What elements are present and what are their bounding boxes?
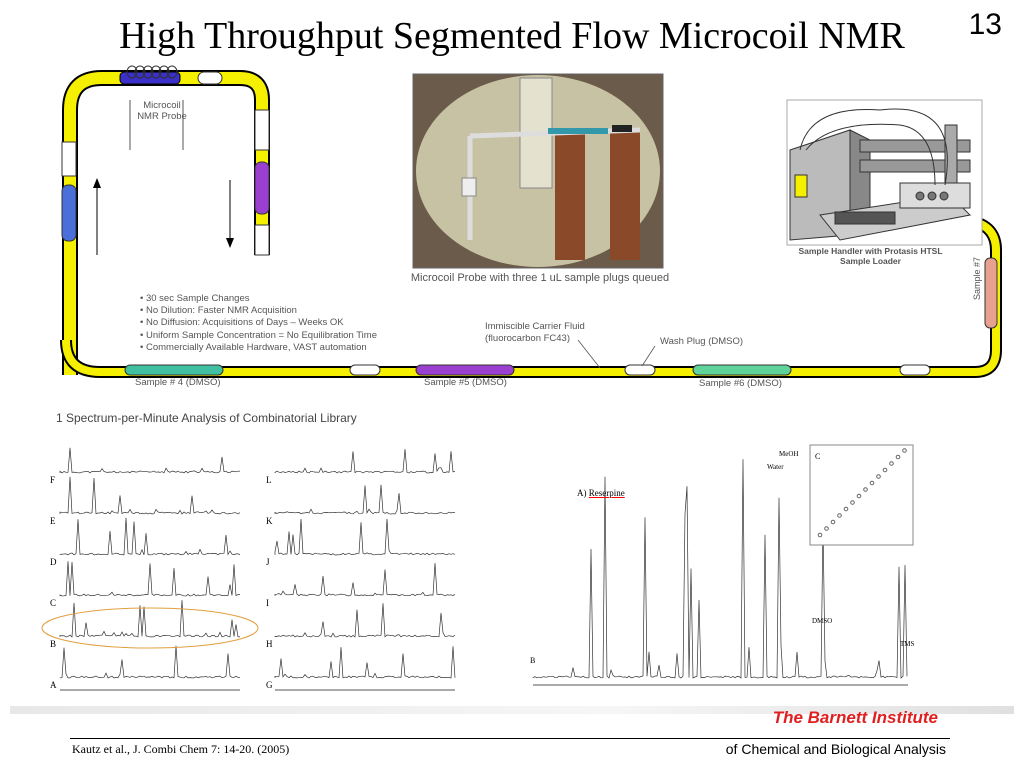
sample5-label: Sample #5 (DMSO) (424, 377, 507, 388)
slide-title: High Throughput Segmented Flow Microcoil… (119, 15, 905, 57)
carrier-label-line1: Immiscible Carrier Fluid (485, 321, 585, 332)
institute-name: The Barnett Institute (772, 708, 938, 727)
spectrum-label: C (50, 598, 57, 608)
spectrum-trace (274, 603, 456, 638)
spectrum-trace (274, 518, 456, 556)
compound-name: Reserpine (588, 488, 625, 498)
cosy-peak (902, 448, 907, 453)
cosy-peak (824, 526, 829, 531)
bullet-item: 30 sec Sample Changes (140, 293, 377, 305)
carrier-fluid-label: Immiscible Carrier Fluid (fluorocarbon F… (485, 321, 585, 345)
tms-label: TMS (900, 640, 915, 648)
spectrum-label: D (50, 557, 57, 567)
cosy-peak (882, 467, 888, 473)
cosy-peak (889, 461, 894, 466)
cosy-peak (843, 506, 849, 512)
spectrum-label: G (266, 680, 273, 690)
spectra-stack (41, 447, 456, 691)
sample4-label: Sample # 4 (DMSO) (135, 377, 221, 388)
handler-label-line2: Sample Loader (840, 256, 901, 266)
highlight-ellipse (41, 607, 259, 649)
sample6-label: Sample #6 (DMSO) (699, 378, 782, 389)
compound-label: A) Reserpine (577, 488, 625, 498)
institute-subtitle: of Chemical and Biological Analysis (725, 741, 946, 757)
dmso-label: DMSO (812, 617, 833, 625)
spectrum-label: A (50, 680, 57, 690)
probe-label-line2: NMR Probe (137, 111, 187, 122)
bullet-item: Commercially Available Hardware, VAST au… (140, 342, 377, 354)
slide-number: 13 (968, 8, 1002, 41)
right-spectrum-labels: L K J I H G (266, 460, 273, 706)
cosy-peak (863, 487, 868, 492)
panel-b-label: B (530, 656, 536, 665)
water-label: Water (767, 463, 784, 471)
bullet-item: No Diffusion: Acquisitions of Days – Wee… (140, 317, 377, 329)
spectrum-label: F (50, 475, 56, 485)
sample-handler-illustration (786, 99, 983, 246)
carrier-label-line2: (fluorocarbon FC43) (485, 333, 571, 344)
detail-trace (532, 459, 908, 679)
wash-plug-label: Wash Plug (DMSO) (660, 336, 744, 347)
spectrum-trace (59, 447, 241, 474)
spectrum-trace (59, 517, 241, 556)
photo-caption: Microcoil Probe with three 1 uL sample p… (410, 272, 670, 284)
spectrum-label: K (266, 516, 273, 526)
handler-label: Sample Handler with Protasis HTSL Sample… (788, 246, 953, 266)
handler-label-line1: Sample Handler with Protasis HTSL (798, 246, 943, 256)
microcoil-icon (126, 65, 178, 79)
microcoil-probe-photo (412, 73, 664, 269)
cosy-peak (876, 474, 881, 479)
meoh-label: MeOH (779, 450, 799, 458)
spectrum-trace (59, 600, 241, 638)
cosy-peak (837, 513, 842, 518)
spectrum-label: H (266, 639, 273, 649)
probe-label: Microcoil NMR Probe (132, 100, 192, 122)
cosy-peak (869, 480, 875, 486)
spectrum-label: L (266, 475, 272, 485)
spectrum-label: J (266, 557, 270, 567)
bullet-item: Uniform Sample Concentration = No Equili… (140, 330, 377, 342)
probe-label-line1: Microcoil (143, 100, 181, 111)
sample7-label: Sample #7 (972, 256, 982, 300)
spectrum-trace (59, 476, 241, 515)
compound-letter: A) (577, 488, 587, 498)
cosy-peak (830, 519, 836, 525)
cosy-peak (850, 500, 855, 505)
spectrum-trace (274, 562, 456, 597)
spectrum-trace (59, 561, 241, 597)
spectrum-trace (274, 646, 456, 679)
flow-loop-diagram (60, 65, 1002, 378)
cosy-panel (809, 444, 914, 546)
spectrum-label: E (50, 516, 56, 526)
spectrum-trace (274, 484, 456, 515)
panel-c-label: C (815, 452, 821, 461)
spectra-title: 1 Spectrum-per-Minute Analysis of Combin… (56, 411, 357, 425)
cosy-peak (856, 493, 862, 499)
left-spectrum-labels: F E D C B A (50, 460, 57, 706)
citation: Kautz et al., J. Combi Chem 7: 14-20. (2… (72, 742, 290, 756)
cosy-peak (895, 454, 901, 460)
bullet-item: No Dilution: Faster NMR Acquisition (140, 305, 377, 317)
reserpine-spectrum (532, 444, 914, 686)
feature-bullets: 30 sec Sample Changes No Dilution: Faste… (140, 293, 377, 354)
spectrum-trace (59, 645, 241, 679)
spectrum-label: B (50, 639, 57, 649)
footer-divider (70, 738, 950, 739)
footer-band (10, 706, 1014, 714)
cosy-peak (817, 532, 823, 538)
spectrum-trace (274, 449, 456, 474)
spectrum-label: I (266, 598, 269, 608)
